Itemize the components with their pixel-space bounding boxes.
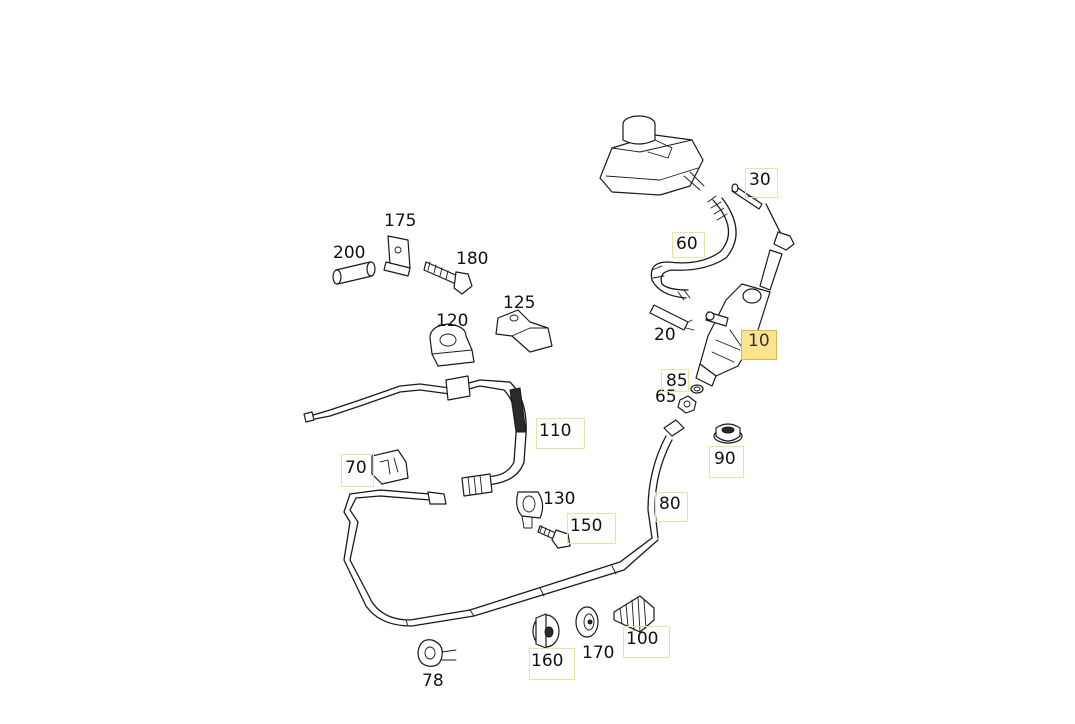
callout-180[interactable]: 180 [456,249,489,269]
callout-160[interactable]: 160 [529,648,575,680]
seal-85-drawing [690,384,704,394]
clip-78-drawing [417,639,457,667]
nut-65-drawing [677,395,697,414]
hose-60-drawing [650,195,737,301]
bracket-125-drawing [495,309,553,353]
pipe-80-drawing [343,419,685,627]
callout-78[interactable]: 78 [422,671,444,691]
mount-160-drawing [532,613,560,649]
callout-10[interactable]: 10 [741,330,777,360]
cap-90-drawing [713,423,743,444]
callout-125[interactable]: 125 [503,293,536,313]
callout-150[interactable]: 150 [567,513,616,544]
callout-120[interactable]: 120 [436,311,469,331]
callout-130[interactable]: 130 [543,489,576,509]
callout-20[interactable]: 20 [654,325,676,345]
callout-80[interactable]: 80 [655,492,688,522]
fluid-reservoir-drawing [599,115,705,196]
mount-170-drawing [575,606,599,638]
callout-110[interactable]: 110 [536,418,585,449]
callout-60[interactable]: 60 [672,232,705,258]
clip-175-drawing [383,235,411,277]
bushing-200-drawing [332,261,376,285]
callout-65[interactable]: 65 [655,387,677,407]
master-cylinder-drawing [695,203,795,387]
callout-30[interactable]: 30 [745,168,778,198]
bolt-150-drawing [537,525,571,549]
clip-130-drawing [516,491,544,529]
bracket-120-drawing [429,323,475,367]
callout-170[interactable]: 170 [582,643,615,663]
boot-100-drawing [613,595,655,633]
callout-100[interactable]: 100 [623,626,670,658]
callout-200[interactable]: 200 [333,243,366,263]
hose-110-drawing [303,375,527,497]
callout-85[interactable]: 85 [661,369,689,392]
pin-20-drawing [649,304,695,331]
bolt-180-drawing [423,261,473,295]
callout-90[interactable]: 90 [709,446,744,478]
callout-70[interactable]: 70 [341,454,374,487]
callout-175[interactable]: 175 [384,211,417,231]
clip-70-drawing [371,449,409,485]
